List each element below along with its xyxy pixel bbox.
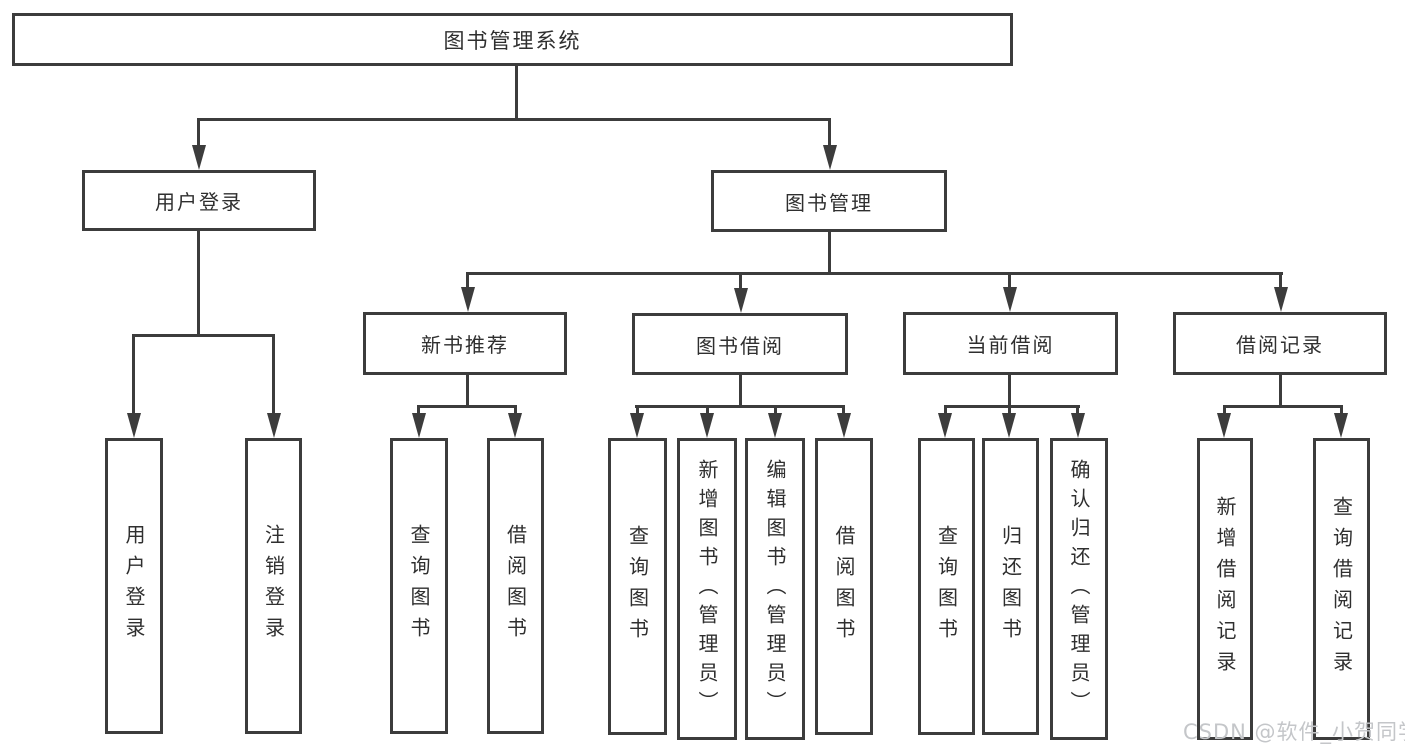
connector <box>1223 405 1226 415</box>
arrowhead <box>1071 413 1085 438</box>
node-new-book-recommendation: 新书推荐 <box>363 312 567 375</box>
watermark: CSDN @软件_小贺同学 <box>1183 720 1405 744</box>
connector <box>466 272 469 289</box>
arrowhead <box>823 145 837 170</box>
connector <box>706 405 709 415</box>
arrowhead <box>630 413 644 438</box>
arrowhead <box>1274 287 1288 312</box>
leaf-query-borrow-record: 查询借阅记录 <box>1313 438 1370 740</box>
connector <box>944 405 1080 408</box>
connector <box>944 405 947 415</box>
arrowhead <box>768 413 782 438</box>
connector <box>272 334 275 414</box>
connector <box>828 118 831 148</box>
connector <box>1008 272 1011 289</box>
connector <box>1279 375 1282 407</box>
node-current-borrowing: 当前借阅 <box>903 312 1118 375</box>
connector <box>466 375 469 407</box>
leaf-label: 编辑图书（管理员） <box>763 458 787 720</box>
arrowhead <box>734 288 748 313</box>
leaf-label: 新增借阅记录 <box>1213 496 1237 682</box>
arrowhead <box>412 413 426 438</box>
arrowhead <box>837 413 851 438</box>
connector <box>1076 405 1079 415</box>
connector <box>197 118 831 121</box>
connector <box>842 405 845 415</box>
connector <box>1223 405 1342 408</box>
leaf-label: 借阅图书 <box>832 524 856 649</box>
leaf-label: 用户登录 <box>122 524 146 648</box>
leaf-label: 注销登录 <box>261 524 286 648</box>
leaf-query-books-current: 查询图书 <box>918 438 975 735</box>
arrowhead <box>267 413 281 438</box>
connector <box>514 405 517 415</box>
leaf-label: 查询图书 <box>625 524 650 649</box>
connector <box>774 405 777 415</box>
connector <box>417 405 420 415</box>
connector <box>636 405 639 415</box>
leaf-edit-books-admin: 编辑图书（管理员） <box>745 438 805 740</box>
leaf-label: 确认归还（管理员） <box>1067 458 1091 720</box>
connector <box>132 334 275 337</box>
arrowhead <box>508 413 522 438</box>
arrowhead <box>1334 413 1348 438</box>
connector <box>1008 405 1011 415</box>
leaf-add-books-admin: 新增图书（管理员） <box>677 438 737 740</box>
node-book-management: 图书管理 <box>711 170 947 232</box>
node-borrowing-records: 借阅记录 <box>1173 312 1387 375</box>
leaf-label: 查询借阅记录 <box>1329 496 1354 682</box>
connector <box>515 66 518 120</box>
connector <box>132 334 135 414</box>
arrowhead <box>938 413 952 438</box>
node-user-login: 用户登录 <box>82 170 316 231</box>
connector <box>1008 375 1011 407</box>
leaf-label: 查询图书 <box>407 524 431 648</box>
leaf-borrow-books-recommend: 借阅图书 <box>487 438 544 734</box>
connector <box>466 272 1283 275</box>
arrowhead <box>1003 287 1017 312</box>
leaf-user-login: 用户登录 <box>105 438 163 734</box>
arrowhead <box>461 287 475 312</box>
connector <box>1279 272 1282 289</box>
connector <box>739 272 742 289</box>
node-library-management-system: 图书管理系统 <box>12 13 1013 66</box>
arrowhead <box>1002 413 1016 438</box>
arrowhead <box>700 413 714 438</box>
leaf-label: 新增图书（管理员） <box>695 458 719 720</box>
leaf-label: 查询图书 <box>934 524 959 649</box>
leaf-add-borrow-record: 新增借阅记录 <box>1197 438 1253 740</box>
node-book-borrowing: 图书借阅 <box>632 313 848 375</box>
leaf-label: 归还图书 <box>998 524 1023 649</box>
leaf-query-books-recommend: 查询图书 <box>390 438 448 734</box>
leaf-return-books: 归还图书 <box>982 438 1039 735</box>
connector <box>1340 405 1343 415</box>
leaf-borrow-books-borrowing: 借阅图书 <box>815 438 873 735</box>
connector <box>417 405 517 408</box>
arrowhead <box>192 145 206 170</box>
leaf-confirm-return-admin: 确认归还（管理员） <box>1050 438 1108 740</box>
leaf-query-books-borrowing: 查询图书 <box>608 438 667 735</box>
arrowhead <box>1217 413 1231 438</box>
arrowhead <box>127 413 141 438</box>
connector <box>197 231 200 336</box>
leaf-logout: 注销登录 <box>245 438 302 734</box>
connector <box>635 405 845 408</box>
leaf-label: 借阅图书 <box>503 524 528 648</box>
connector <box>828 232 831 275</box>
connector <box>197 118 200 148</box>
connector <box>739 375 742 407</box>
